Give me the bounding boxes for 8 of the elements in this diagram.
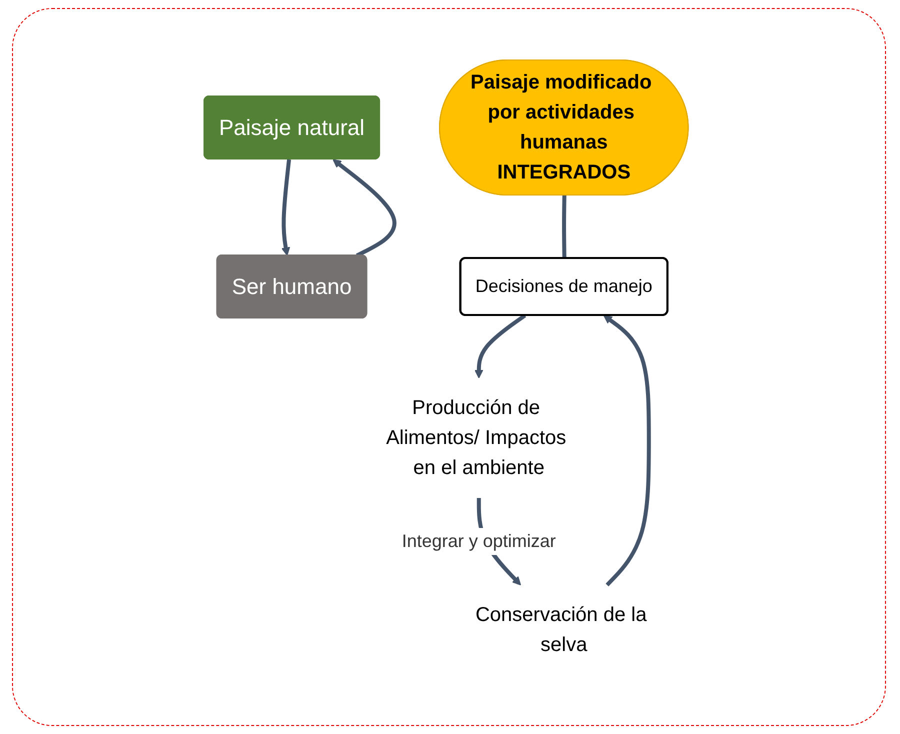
arrow xyxy=(281,158,292,256)
arrow xyxy=(474,313,526,378)
connector xyxy=(562,194,566,258)
edge-label: Integrar y optimizar xyxy=(402,530,556,550)
node-text: Conservación de la selva xyxy=(476,603,647,656)
arrow xyxy=(332,158,396,257)
arrow xyxy=(603,314,651,586)
node-text: Producción de Alimentos/ Impactos en el ambiente xyxy=(386,396,566,478)
